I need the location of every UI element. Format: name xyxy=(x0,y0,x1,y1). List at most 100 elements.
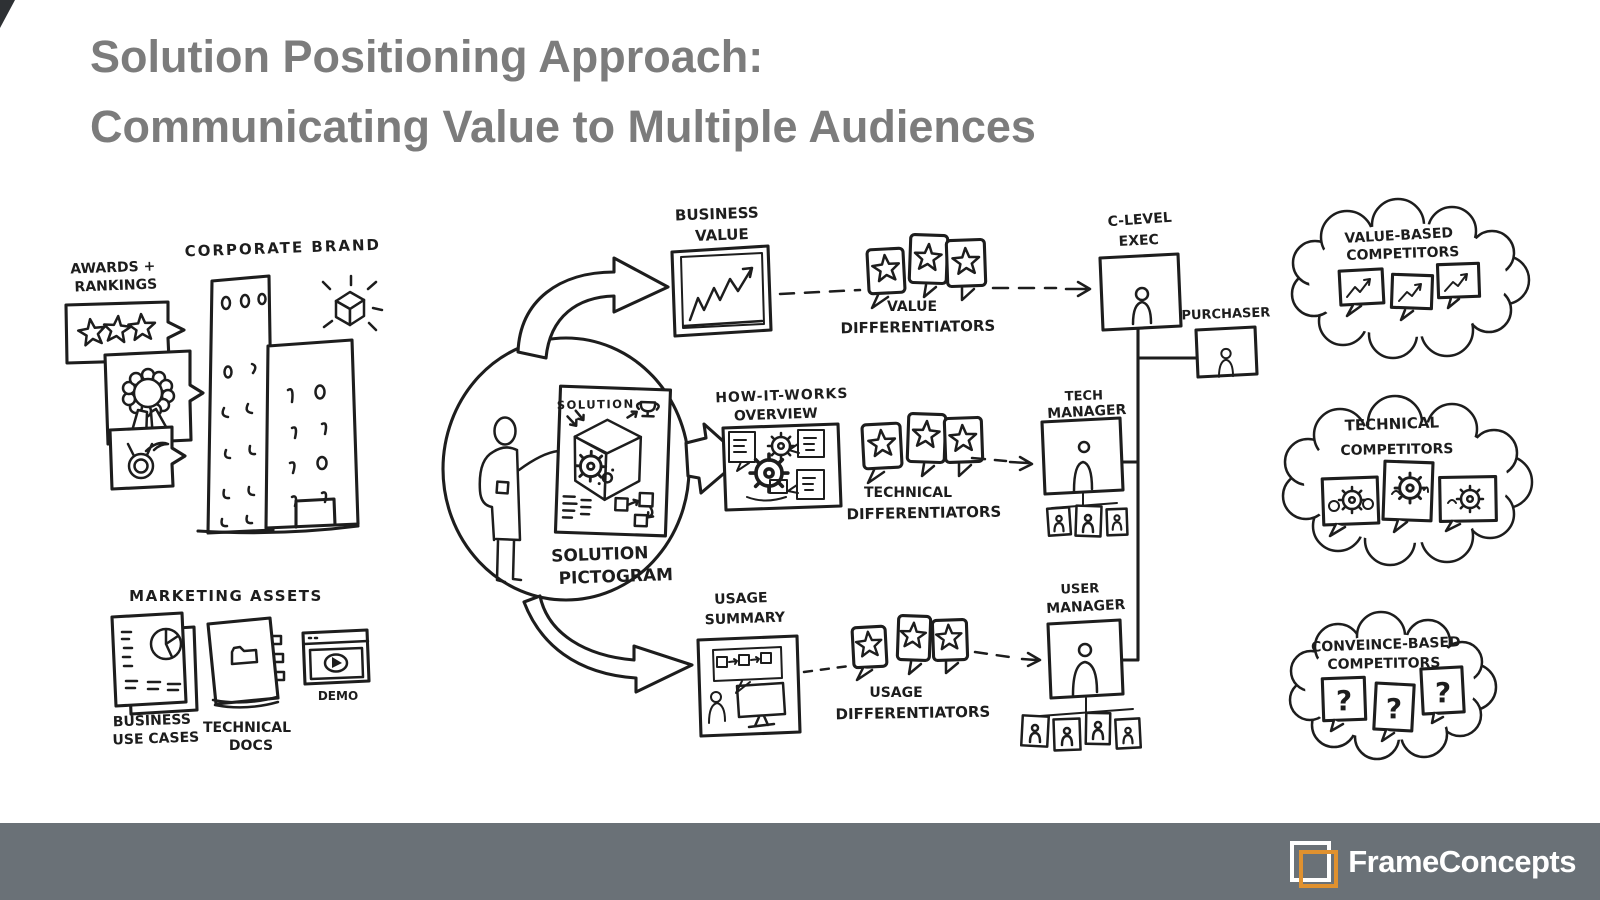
unknown-competitor-bubbles: ? ? ? xyxy=(1320,665,1466,743)
value-differentiator-badges xyxy=(865,232,988,310)
org-connector xyxy=(1120,326,1198,662)
solution-cube-icon xyxy=(573,418,643,502)
org-chart-group: C-LEVEL EXEC PURCHASER TECH MANAGER xyxy=(1019,210,1271,752)
awards-rankings-group: AWARDS + RANKINGS xyxy=(64,259,205,491)
user-manager-group: USER MANAGER xyxy=(1019,581,1143,752)
frame-concepts-logo-icon xyxy=(1290,840,1339,888)
convenience-label1: CONVEINCE-BASED xyxy=(1311,634,1461,655)
building-icon xyxy=(196,274,360,535)
corporate-brand-label: CORPORATE BRAND xyxy=(184,236,381,261)
business-use-cases-icon: BUSINESS USE CASES xyxy=(110,611,199,749)
technical-docs-label1: TECHNICAL xyxy=(203,720,291,736)
arrow-to-how-it-works xyxy=(684,422,744,495)
stars-bubble xyxy=(64,300,186,365)
marketing-assets-group: MARKETING ASSETS BUSINESS USE CASES xyxy=(110,587,371,754)
arrow-head xyxy=(1064,280,1092,298)
business-value-label2: VALUE xyxy=(695,225,749,245)
logo-orange-square xyxy=(1299,849,1339,888)
technical-diff-label2: DIFFERENTIATORS xyxy=(846,503,1001,524)
business-value-chart-icon xyxy=(670,244,773,338)
slide-title-line2: Communicating Value to Multiple Audience… xyxy=(90,101,1036,152)
value-competitor-bubbles xyxy=(1337,261,1482,322)
dashed-connector xyxy=(778,288,862,296)
technical-competitor-bubbles xyxy=(1320,459,1498,538)
purchaser-box xyxy=(1194,325,1259,379)
purchaser-label: PURCHASER xyxy=(1181,305,1270,323)
convenience-label2: COMPETITORS xyxy=(1327,655,1440,673)
solution-poster: SOLUTION xyxy=(553,384,673,538)
value-based-label1: VALUE-BASED xyxy=(1344,225,1453,247)
value-diff-label2: DIFFERENTIATORS xyxy=(840,317,995,338)
demo-label: DEMO xyxy=(318,689,358,703)
dashed-connector xyxy=(973,650,1018,660)
medal-icon xyxy=(126,441,170,480)
cube-sparkle-icon xyxy=(321,274,384,332)
pictogram-caption-line2: PICTOGRAM xyxy=(558,565,673,589)
solution-pictogram-group: SOLUTION xyxy=(441,256,744,694)
demo-icon: DEMO xyxy=(301,628,371,703)
tech-team-icons xyxy=(1045,504,1129,538)
c-level-exec-group: C-LEVEL EXEC xyxy=(1098,210,1183,332)
user-manager-label2: MANAGER xyxy=(1046,597,1126,617)
how-it-works-group: HOW-IT-WORKS OVERVIEW xyxy=(715,386,1034,524)
c-level-label1: C-LEVEL xyxy=(1107,210,1172,230)
c-level-label2: EXEC xyxy=(1118,232,1159,250)
business-use-cases-label2: USE CASES xyxy=(112,729,199,748)
usage-summary-diagram-icon xyxy=(696,634,802,738)
footer-bar: FrameConcepts xyxy=(0,823,1600,900)
awards-label-line2: RANKINGS xyxy=(74,277,157,296)
poster-list-lines xyxy=(561,495,592,519)
usage-diff-label2: DIFFERENTIATORS xyxy=(835,703,990,724)
user-manager-box xyxy=(1046,618,1125,700)
question-mark-icon: ? xyxy=(1386,692,1402,725)
usage-summary-label2: SUMMARY xyxy=(704,610,786,629)
question-mark-icon: ? xyxy=(1336,684,1352,717)
tech-manager-group: TECH MANAGER xyxy=(1040,388,1129,538)
brand-name: FrameConcepts xyxy=(1348,843,1576,879)
poster-title: SOLUTION xyxy=(557,397,635,412)
usage-summary-label1: USAGE xyxy=(714,590,768,608)
value-based-competitors-cloud: VALUE-BASED COMPETITORS xyxy=(1290,197,1531,360)
c-level-box xyxy=(1098,252,1183,332)
slide-title: Solution Positioning Approach: Communica… xyxy=(90,22,1036,162)
technical-competitors-label1: TECHNICAL xyxy=(1344,413,1439,434)
tech-manager-label1: TECH xyxy=(1065,388,1104,404)
presenter-person-figure xyxy=(478,416,560,584)
slide-title-line1: Solution Positioning Approach: xyxy=(90,31,764,82)
corporate-brand-group: CORPORATE BRAND xyxy=(184,236,384,535)
trophy-icon xyxy=(626,400,660,419)
awards-label-line1: AWARDS + xyxy=(70,259,155,278)
arrow-to-business-value xyxy=(516,256,670,360)
corner-mark xyxy=(0,0,15,28)
convenience-competitors-cloud: CONVEINCE-BASED COMPETITORS ? ? ? xyxy=(1288,610,1498,761)
business-value-label1: BUSINESS xyxy=(675,204,759,225)
arrow-head xyxy=(1008,455,1034,472)
technical-diff-label1: TECHNICAL xyxy=(864,485,952,501)
technical-differentiator-badges xyxy=(860,411,985,485)
usage-diff-label1: USAGE xyxy=(869,685,922,701)
marketing-assets-label: MARKETING ASSETS xyxy=(129,587,323,605)
tech-manager-box xyxy=(1040,416,1125,496)
dashed-connector xyxy=(970,456,1008,463)
poster-flow-icon xyxy=(614,491,655,528)
logo-white-square xyxy=(1290,840,1332,882)
value-based-label2: COMPETITORS xyxy=(1346,244,1460,264)
how-it-works-label2: OVERVIEW xyxy=(734,406,818,425)
poster-arrows-icon xyxy=(566,409,585,427)
usage-summary-group: USAGE SUMMARY xyxy=(696,590,1042,738)
arrow-to-usage-summary xyxy=(522,594,694,694)
purchaser-group: PURCHASER xyxy=(1181,305,1271,379)
tech-manager-label2: MANAGER xyxy=(1047,402,1127,422)
user-manager-label1: USER xyxy=(1060,581,1099,597)
user-team-icons xyxy=(1019,711,1143,752)
how-it-works-diagram-icon xyxy=(721,422,843,512)
value-diff-label1: VALUE xyxy=(887,299,937,315)
arrow-head xyxy=(1020,651,1042,668)
pictogram-caption-line1: SOLUTION xyxy=(551,543,649,566)
usage-differentiator-badges xyxy=(850,614,970,682)
play-icon xyxy=(332,657,342,668)
how-it-works-label1: HOW-IT-WORKS xyxy=(715,386,849,407)
dashed-connector xyxy=(802,664,851,674)
sketch-canvas: AWARDS + RANKINGS xyxy=(0,0,1534,761)
